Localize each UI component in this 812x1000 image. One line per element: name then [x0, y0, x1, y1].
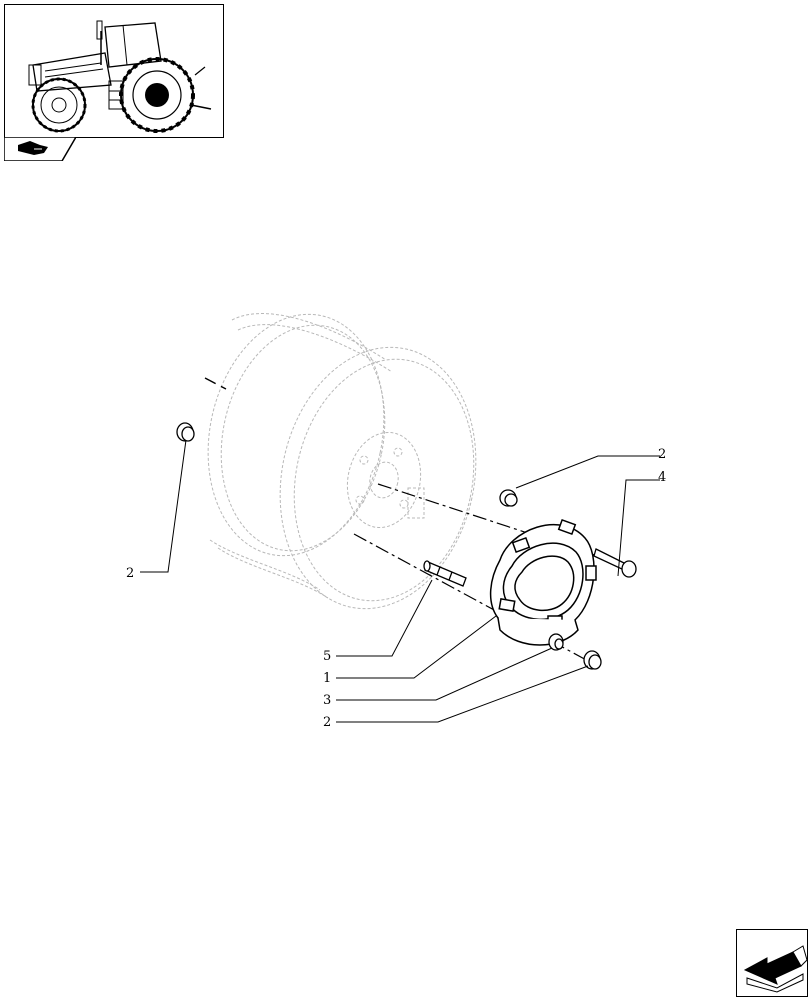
stud-part-5: [423, 560, 467, 587]
nut-left: [176, 422, 195, 442]
tractor-thumbnail: [4, 4, 224, 138]
phantom-wheel-rim: [207, 313, 477, 610]
next-page-button[interactable]: [736, 929, 808, 997]
callout-bottom-5: 5: [323, 649, 331, 664]
wheel-weight-ring: [489, 518, 597, 646]
book-hand-icon: [4, 137, 76, 161]
book-hand-tab: [4, 137, 76, 161]
axis-line-left: [204, 377, 227, 390]
leader-lines: [140, 439, 660, 723]
washer-part-3: [548, 633, 564, 651]
callout-bottom-3: 3: [323, 693, 331, 708]
tractor-icon: [28, 20, 212, 133]
callout-bottom-2: 2: [323, 715, 331, 730]
next-page-arrow-icon: [743, 945, 807, 993]
callout-bottom-1: 1: [323, 671, 331, 686]
callout-left-2: 2: [126, 566, 134, 581]
callout-top-right-2: 2: [658, 447, 666, 462]
nut-bottom: [583, 650, 602, 670]
bolt-part-4: [593, 548, 637, 578]
nut-top-right: [499, 489, 518, 507]
callout-right-4: 4: [658, 470, 666, 485]
